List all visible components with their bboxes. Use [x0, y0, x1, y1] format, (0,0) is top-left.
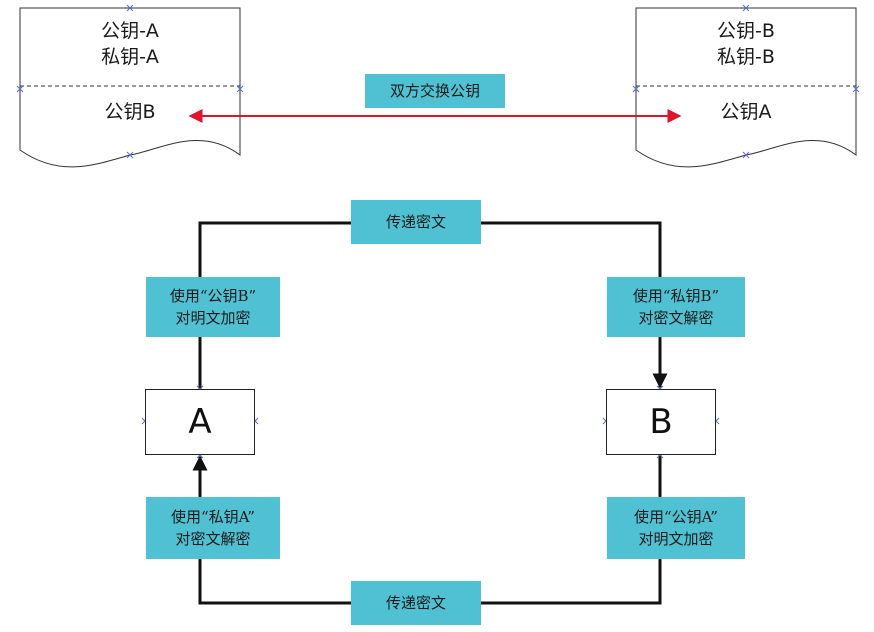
transfer-top-label: 传递密文: [351, 200, 481, 244]
step-decrypt-with-private-b: 使用“私钥B” 对密文解密: [607, 277, 745, 337]
step-encrypt-with-public-b: 使用“公钥B” 对明文加密: [146, 277, 280, 337]
exchange-label: 双方交换公钥: [365, 74, 505, 108]
step-encrypt-with-public-b-line1: 使用“公钥B”: [169, 287, 257, 305]
step-decrypt-with-private-a-line2: 对密文解密: [175, 530, 251, 548]
left-doc-public-key-b: 公钥B: [104, 101, 156, 123]
node-b: B: [606, 389, 716, 455]
node-a: A: [145, 389, 255, 455]
step-decrypt-with-private-b-line2: 对密文解密: [638, 309, 714, 327]
step-encrypt-with-public-a-line1: 使用“公钥A”: [634, 508, 718, 526]
step-encrypt-with-public-a: 使用“公钥A” 对明文加密: [607, 497, 745, 559]
right-doc-public-key-a: 公钥A: [720, 101, 772, 123]
left-doc-private-key-a: 私钥-A: [101, 46, 159, 68]
step-encrypt-with-public-a-line2: 对明文加密: [638, 530, 714, 548]
step-decrypt-with-private-a: 使用“私钥A” 对密文解密: [146, 497, 280, 559]
right-doc-public-key-b: 公钥-B: [717, 20, 775, 42]
step-encrypt-with-public-b-line2: 对明文加密: [175, 309, 251, 327]
exchange-label-text: 双方交换公钥: [389, 82, 480, 100]
transfer-top-text: 传递密文: [385, 213, 446, 231]
left-doc-public-key-a: 公钥-A: [101, 20, 159, 42]
step-decrypt-with-private-a-line1: 使用“私钥A”: [171, 508, 255, 526]
step-decrypt-with-private-b-line1: 使用“私钥B”: [632, 287, 720, 305]
transfer-bottom-label: 传递密文: [351, 581, 481, 625]
right-doc-private-key-b: 私钥-B: [717, 46, 775, 68]
transfer-bottom-text: 传递密文: [385, 594, 446, 612]
